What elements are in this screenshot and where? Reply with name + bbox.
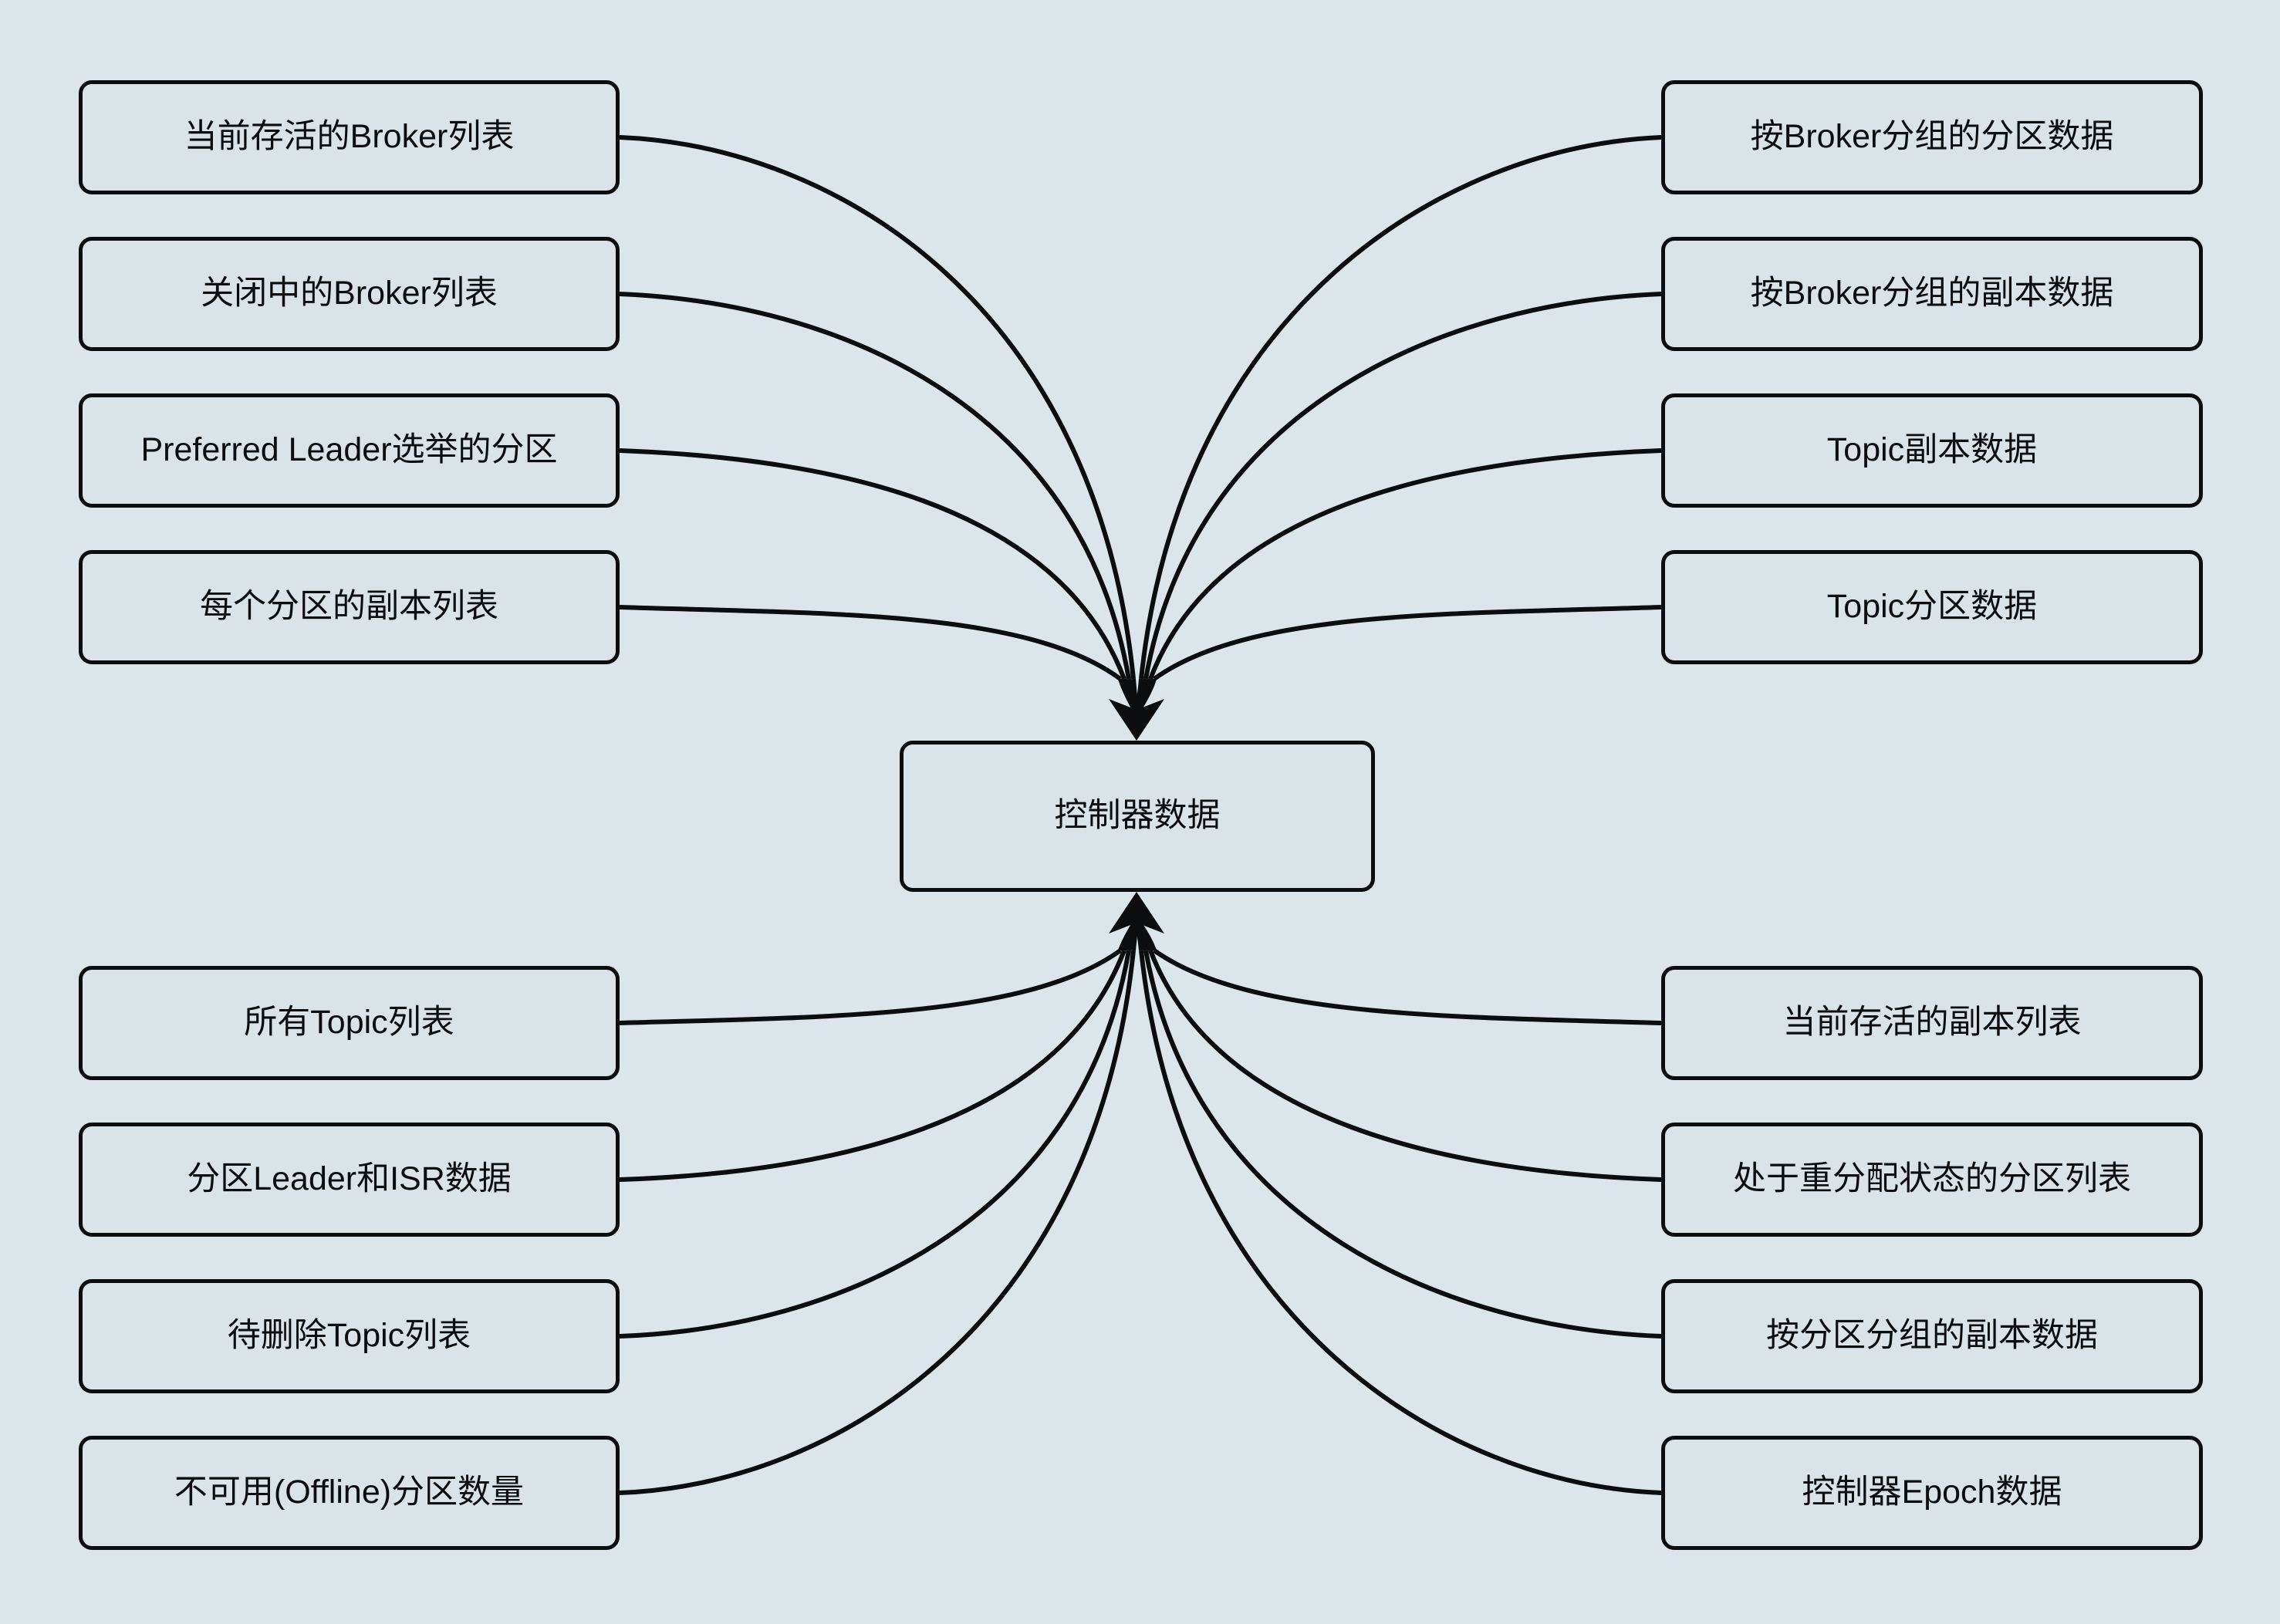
node-label: Preferred Leader选举的分区: [140, 431, 558, 469]
edge-all-topic-list-to-controller: [619, 948, 1122, 1025]
arrowhead-top-into-controller: [1109, 699, 1164, 741]
node-label: 待删除Topic列表: [227, 1317, 471, 1355]
arrowhead-bottom-into-controller: [1109, 892, 1164, 934]
node-replicas-grouped-by-broker[interactable]: 按Broker分组的副本数据: [1661, 237, 2203, 351]
edge-trunk-top-f: [1134, 678, 1148, 718]
node-topic-replica-data[interactable]: Topic副本数据: [1661, 393, 2203, 508]
edge-partitions-grouped-by-broker-to-controller: [1139, 135, 1662, 680]
edge-partition-leader-and-isr-data-to-controller: [619, 949, 1126, 1182]
edge-live-broker-list-to-controller: [619, 135, 1136, 680]
edge-trunk-bottom-a: [1118, 916, 1139, 952]
node-preferred-leader-election-partitions[interactable]: Preferred Leader选举的分区: [79, 393, 620, 508]
node-all-topic-list[interactable]: 所有Topic列表: [79, 966, 620, 1080]
edge-trunk-top-b: [1126, 678, 1139, 718]
node-label: 按分区分组的副本数据: [1766, 1317, 2098, 1355]
edge-trunk-top-d: [1118, 678, 1139, 718]
edge-partition-replica-list-to-controller: [619, 605, 1122, 681]
edge-replicas-grouped-by-broker-to-controller: [1143, 292, 1662, 680]
node-label: 按Broker分组的副本数据: [1750, 275, 2114, 312]
edge-trunk-top-e: [1134, 678, 1143, 718]
edge-replicas-grouped-by-partition-to-controller: [1143, 950, 1662, 1339]
node-offline-partition-count[interactable]: 不可用(Offline)分区数量: [79, 1436, 620, 1550]
node-live-broker-list[interactable]: 当前存活的Broker列表: [79, 80, 620, 194]
node-topics-to-be-deleted-list[interactable]: 待删除Topic列表: [79, 1279, 620, 1393]
node-shutting-down-broker-list[interactable]: 关闭中的Broker列表: [79, 237, 620, 351]
node-label: 当前存活的Broker列表: [184, 118, 515, 156]
edge-trunk-top-c: [1122, 678, 1139, 718]
edge-trunk-top-g: [1134, 678, 1153, 718]
node-controller-epoch-data[interactable]: 控制器Epoch数据: [1661, 1436, 2203, 1550]
node-topic-partition-data[interactable]: Topic分区数据: [1661, 550, 2203, 664]
node-label: 所有Topic列表: [244, 1004, 454, 1042]
edge-controller-epoch-data-to-controller: [1139, 950, 1662, 1495]
edge-live-replica-list-to-controller: [1153, 948, 1662, 1025]
node-live-replica-list[interactable]: 当前存活的副本列表: [1661, 966, 2203, 1080]
node-partitions-grouped-by-broker[interactable]: 按Broker分组的分区数据: [1661, 80, 2203, 194]
edge-trunk-bottom-h: [1134, 915, 1157, 952]
node-controller-data[interactable]: 控制器数据: [900, 741, 1375, 892]
node-reassigning-partition-list[interactable]: 处于重分配状态的分区列表: [1661, 1123, 2203, 1237]
node-partition-replica-list[interactable]: 每个分区的副本列表: [79, 550, 620, 664]
node-label: 当前存活的副本列表: [1782, 1004, 2082, 1042]
edge-reassigning-partition-list-to-controller: [1148, 949, 1662, 1182]
node-label: 关闭中的Broker列表: [201, 275, 498, 312]
edge-topic-partition-data-to-controller: [1153, 605, 1662, 681]
node-label: 按Broker分组的分区数据: [1750, 118, 2114, 156]
edge-trunk-top-a: [1131, 678, 1139, 718]
node-replicas-grouped-by-partition[interactable]: 按分区分组的副本数据: [1661, 1279, 2203, 1393]
edge-shutting-down-broker-list-to-controller: [619, 292, 1131, 680]
edge-preferred-leader-election-partitions-to-controller: [619, 448, 1126, 680]
node-label: 分区Leader和ISR数据: [187, 1160, 512, 1198]
node-label: 处于重分配状态的分区列表: [1733, 1160, 2131, 1198]
edge-trunk-bottom-f: [1134, 916, 1148, 951]
edge-trunk-bottom-c: [1126, 916, 1139, 951]
node-label: 控制器Epoch数据: [1802, 1474, 2062, 1511]
edge-trunk-bottom-g: [1134, 916, 1153, 951]
node-label: 控制器数据: [1054, 797, 1221, 835]
edge-trunk-bottom-b: [1122, 916, 1139, 951]
node-label: Topic分区数据: [1826, 588, 2038, 626]
edge-topics-to-be-deleted-list-to-controller: [619, 950, 1131, 1339]
node-label: Topic副本数据: [1826, 431, 2038, 469]
edge-trunk-bottom-d: [1131, 916, 1139, 951]
edge-topic-replica-data-to-controller: [1148, 448, 1662, 680]
edge-trunk-bottom-e: [1134, 916, 1143, 951]
node-partition-leader-and-isr-data[interactable]: 分区Leader和ISR数据: [79, 1123, 620, 1237]
node-label: 不可用(Offline)分区数量: [174, 1474, 525, 1511]
edge-trunk-top-h: [1134, 678, 1157, 718]
node-label: 每个分区的副本列表: [200, 588, 498, 626]
edge-offline-partition-count-to-controller: [619, 950, 1136, 1495]
